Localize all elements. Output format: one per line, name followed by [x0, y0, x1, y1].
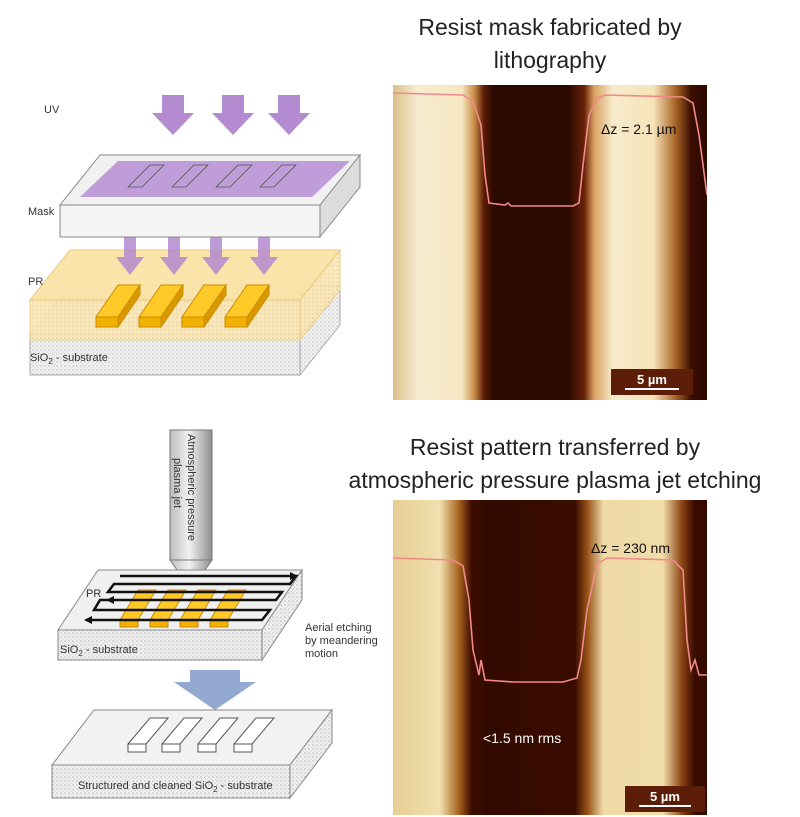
- pr-label-bottom: PR: [86, 588, 102, 600]
- scale-bar-bottom: 5 µm: [625, 786, 705, 812]
- rms-label: <1.5 nm rms: [483, 730, 562, 746]
- bottom-title-line2: atmospheric pressure plasma jet etching: [348, 467, 762, 493]
- afm-image-bottom: Δz = 230 nm <1.5 nm rms 5 µm: [393, 500, 707, 815]
- bottom-title-line1: Resist pattern transferred by: [409, 434, 701, 460]
- mask-label: Mask: [28, 206, 55, 218]
- uv-arrows: [152, 95, 310, 135]
- pr-label: PR: [28, 276, 44, 288]
- dz-label-bottom: Δz = 230 nm: [591, 540, 671, 556]
- scale-bar-bottom-label: 5 µm: [650, 789, 680, 804]
- cleaned-substrate-label: Structured and cleaned SiO2 - substrate: [78, 780, 273, 795]
- uv-label: UV: [44, 104, 60, 116]
- top-title-line1: Resist mask fabricated by: [418, 14, 682, 40]
- height-profile-bottom: [393, 557, 707, 683]
- resist-bars-etch: [119, 589, 247, 628]
- mask-plate: [58, 153, 362, 239]
- process-arrow: [174, 670, 256, 710]
- top-title-line2: lithography: [493, 47, 607, 73]
- aerial-etching-label: Aerial etching by meandering motion: [305, 622, 378, 660]
- exposure-arrows: [116, 237, 278, 275]
- plasma-jet-diagram: [50, 429, 334, 800]
- resist-bars: [95, 283, 270, 329]
- substrate-label-bottom: SiO2 - substrate: [60, 644, 138, 659]
- substrate-label: SiO2 - substrate: [30, 352, 108, 367]
- plasma-jet-nozzle: [169, 429, 213, 598]
- dz-label-top: Δz = 2.1 µm: [601, 121, 677, 137]
- plasma-jet-label: Atmospheric pressure plasma jet: [171, 434, 197, 541]
- afm-image-top: Δz = 2.1 µm 5 µm: [393, 85, 707, 400]
- structured-substrate: [50, 708, 334, 800]
- scale-bar-top: 5 µm: [611, 369, 693, 395]
- lithography-diagram: [28, 95, 362, 377]
- scale-bar-top-label: 5 µm: [637, 372, 667, 387]
- height-profile-top: [393, 92, 707, 207]
- meander-arrows: [86, 574, 299, 622]
